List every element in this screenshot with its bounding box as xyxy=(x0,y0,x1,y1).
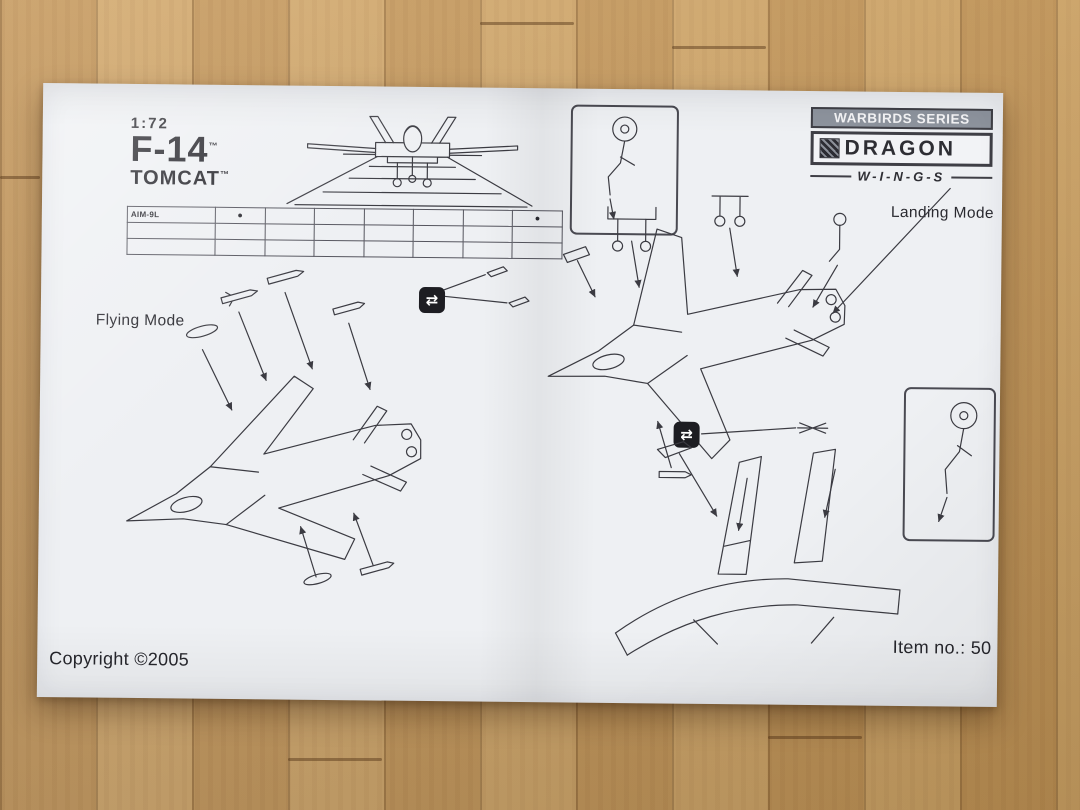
copyright-text: Copyright ©2005 xyxy=(49,648,190,670)
nose-gear-inset-diagram xyxy=(569,104,680,236)
brand-block: WARBIRDS SERIES DRAGON W-I-N-G-S xyxy=(810,107,994,185)
dragon-emblem-icon xyxy=(819,138,840,159)
front-view-diagram xyxy=(286,115,533,208)
table-cell xyxy=(463,209,513,227)
floor-plank-seam xyxy=(0,176,40,179)
table-cell xyxy=(462,225,513,243)
table-cell: ● xyxy=(215,207,266,224)
flying-mode-diagram xyxy=(126,266,530,586)
item-number-text: Item no.: 50 xyxy=(892,636,992,658)
wings-line-left xyxy=(810,174,852,177)
floor-plank-seam xyxy=(480,22,574,25)
header-block: 1:72 F-14™ TOMCAT™ xyxy=(130,115,231,190)
trademark-symbol: ™ xyxy=(208,141,219,152)
floor-plank-seam xyxy=(288,758,382,761)
table-cell xyxy=(314,224,364,241)
trademark-symbol: ™ xyxy=(219,169,231,180)
table-cell xyxy=(127,222,216,240)
dragon-logo: DRAGON xyxy=(810,131,993,167)
table-cell xyxy=(314,208,365,225)
table-cell xyxy=(413,209,464,226)
instruction-sheet: 1:72 F-14™ TOMCAT™ AIM-9L●● xyxy=(36,82,1004,708)
model-label: F-14™ xyxy=(130,128,219,171)
table-cell xyxy=(363,224,414,242)
table-cell-label: AIM-9L xyxy=(127,206,216,224)
swap-glyph: ⇄ xyxy=(425,292,439,310)
warbirds-series-badge: WARBIRDS SERIES xyxy=(810,107,994,130)
floor-plank-seam xyxy=(672,46,766,49)
table-cell xyxy=(264,207,315,225)
landing-mode-diagram xyxy=(547,187,951,479)
parts-swap-icon: ⇄ xyxy=(418,286,446,314)
table-cell xyxy=(413,225,464,242)
main-gear-inset-diagram xyxy=(902,387,997,542)
wings-line-right xyxy=(951,176,993,179)
table-cell xyxy=(215,223,265,240)
tail-detail-diagram xyxy=(614,422,901,656)
dragon-logo-text: DRAGON xyxy=(844,136,957,161)
table-cell xyxy=(363,208,414,226)
model-name-label: TOMCAT™ xyxy=(130,166,231,190)
table-cell xyxy=(264,223,315,241)
floor-plank-seam xyxy=(768,736,862,739)
